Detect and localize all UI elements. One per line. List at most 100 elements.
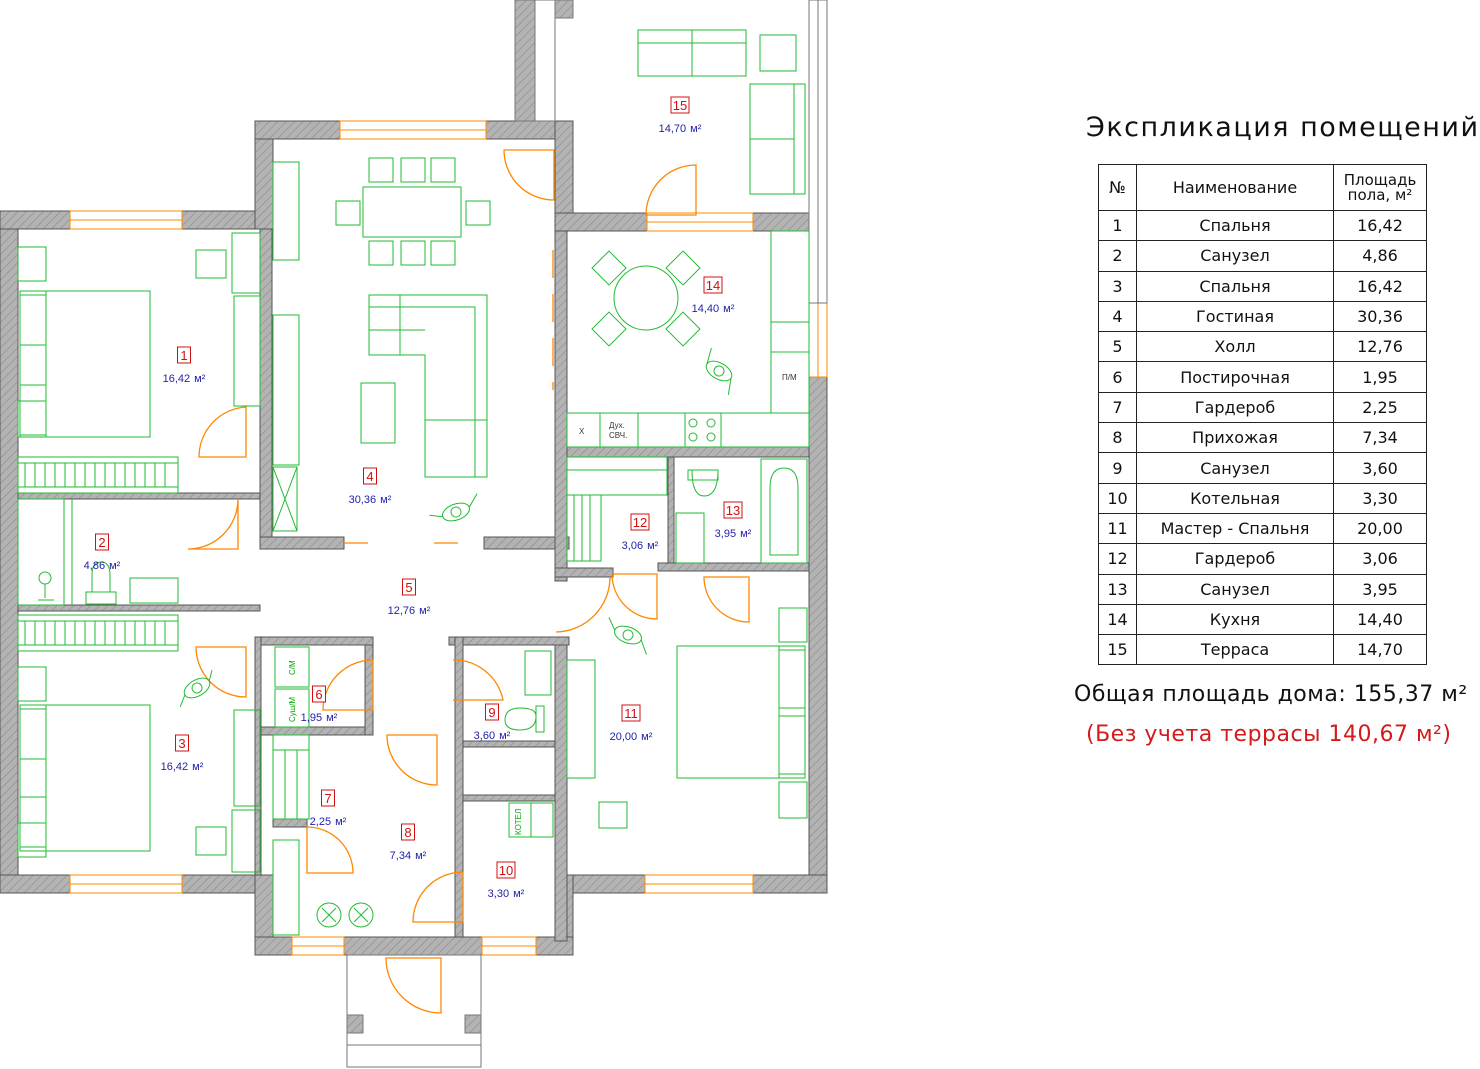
room-area-unit: м² xyxy=(419,605,431,617)
room-area-unit: м² xyxy=(192,761,204,773)
room-area-unit: м² xyxy=(380,494,392,506)
cell-name: Гостиная xyxy=(1136,300,1334,333)
room-area-unit: м² xyxy=(415,850,427,862)
cell-area: 16,42 xyxy=(1333,209,1427,242)
interior-walls xyxy=(17,228,810,942)
room-number: 11 xyxy=(624,706,638,721)
cell-area: 3,95 xyxy=(1333,573,1427,605)
cell-name: Гардероб xyxy=(1136,391,1334,424)
room-number: 15 xyxy=(673,98,687,113)
room-number: 10 xyxy=(499,863,513,878)
room-number: 6 xyxy=(315,687,322,702)
cell-num: 12 xyxy=(1098,543,1137,575)
room-area-unit: м² xyxy=(723,303,735,315)
room-area-value: 14,70 xyxy=(659,123,687,135)
cell-area: 14,70 xyxy=(1333,634,1427,666)
cell-area: 3,30 xyxy=(1333,482,1427,514)
room-area-value: 16,42 xyxy=(161,761,189,773)
cell-num: 1 xyxy=(1098,209,1137,242)
cell-name: Прихожая xyxy=(1136,422,1334,454)
terrace xyxy=(514,0,828,304)
room-number-box xyxy=(321,789,335,807)
cell-num: 10 xyxy=(1098,482,1137,514)
cell-num: 5 xyxy=(1098,331,1137,363)
room-number: 2 xyxy=(98,535,105,550)
cell-num: 3 xyxy=(1098,270,1137,302)
room-area-unit: м² xyxy=(740,528,752,540)
room-number: 13 xyxy=(726,503,740,518)
cell-name: Санузел xyxy=(1136,240,1334,272)
room-area-unit: м² xyxy=(690,123,702,135)
dryer-label: Суш/М xyxy=(288,697,297,722)
doors xyxy=(187,149,750,1014)
cell-name: Мастер - Спальня xyxy=(1136,512,1334,545)
cell-num: 2 xyxy=(1098,240,1137,272)
room-area-value: 3,30 xyxy=(488,888,509,900)
room-area-value: 16,42 xyxy=(163,373,191,385)
room-area-value: 1,95 xyxy=(301,712,322,724)
area-without-terrace: (Без учета террасы 140,67 м²) xyxy=(1086,722,1452,747)
cell-area: 3,06 xyxy=(1333,543,1427,575)
room-number: 12 xyxy=(633,515,647,530)
cell-num: 11 xyxy=(1098,512,1137,545)
room-number: 5 xyxy=(405,580,412,595)
room-area-unit: м² xyxy=(194,373,206,385)
furniture xyxy=(17,29,810,936)
cell-num: 8 xyxy=(1098,422,1137,454)
room-number-box xyxy=(703,276,723,294)
room-number: 9 xyxy=(488,705,495,720)
table-header-row: № Наименование Площадь пола, м² xyxy=(1098,164,1427,211)
header-num: № xyxy=(1098,164,1137,211)
cell-area: 14,40 xyxy=(1333,603,1427,636)
room-number-box xyxy=(401,823,415,841)
room-number: 3 xyxy=(178,736,185,751)
room-area-value: 2,25 xyxy=(310,816,331,828)
header-name: Наименование xyxy=(1136,164,1334,211)
room-area-value: 30,36 xyxy=(349,494,377,506)
floor-plan: X Дух. СВЧ. П/М С/М Суш/М КОТЕЛ 116,42м²… xyxy=(0,0,828,1068)
room-area-value: 3,95 xyxy=(715,528,736,540)
cell-num: 14 xyxy=(1098,603,1137,636)
room-number-box xyxy=(177,346,191,364)
room-area-unit: м² xyxy=(335,816,347,828)
windows xyxy=(69,120,828,956)
room-number-box xyxy=(621,704,641,722)
room-number-box xyxy=(485,703,499,721)
room-area: 3,95 м² xyxy=(715,528,752,540)
header-area-line2: пола, м² xyxy=(1347,185,1413,204)
room-area-unit: м² xyxy=(641,731,653,743)
fridge-label: X xyxy=(579,427,585,436)
cell-name: Гардероб xyxy=(1136,543,1334,575)
cell-num: 9 xyxy=(1098,452,1137,484)
room-area-unit: м² xyxy=(647,540,659,552)
room-number-box xyxy=(363,467,377,485)
cell-area: 16,42 xyxy=(1333,270,1427,302)
cell-name: Спальня xyxy=(1136,209,1334,242)
room-number: 4 xyxy=(366,469,373,484)
cell-area: 2,25 xyxy=(1333,391,1427,424)
room-number: 14 xyxy=(706,278,720,293)
room-area-value: 14,40 xyxy=(692,303,720,315)
room-number-box xyxy=(496,861,516,879)
cell-num: 6 xyxy=(1098,361,1137,393)
porch xyxy=(346,954,482,1068)
cell-area: 30,36 xyxy=(1333,300,1427,333)
